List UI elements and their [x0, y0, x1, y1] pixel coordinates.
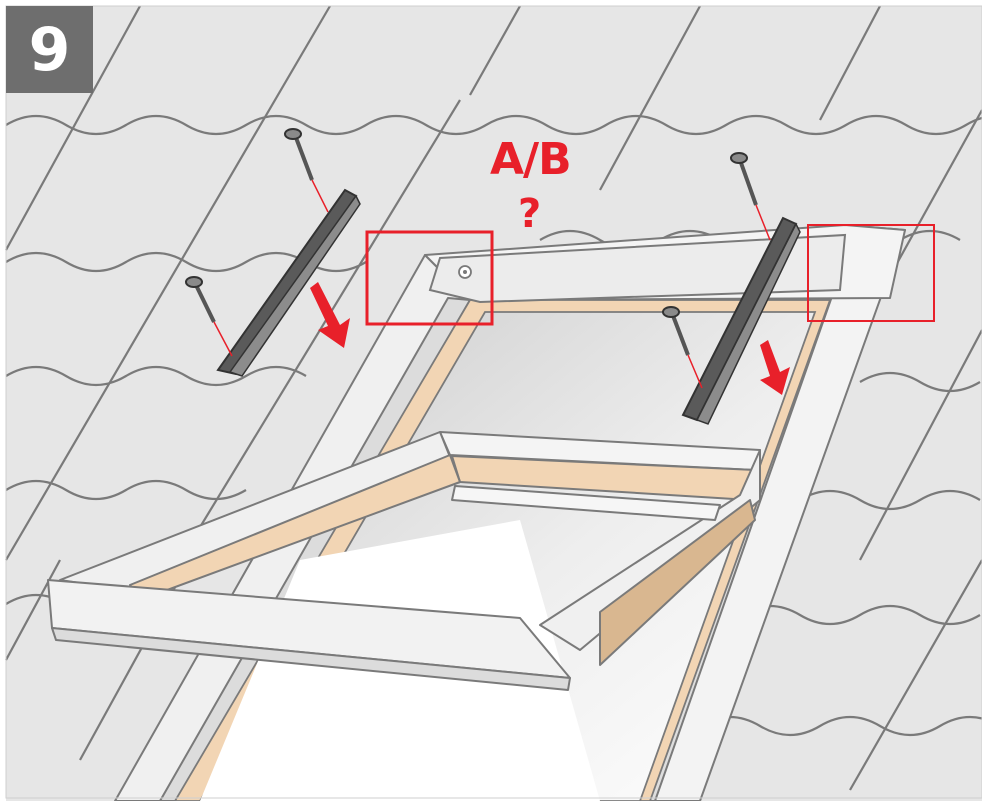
- step-badge: 9: [6, 6, 93, 93]
- right-arrow-icon: [760, 340, 790, 395]
- top-flashing-piece: [428, 233, 847, 304]
- variant-label: A/B: [490, 134, 572, 185]
- screw-icon: [284, 128, 329, 213]
- left-flashing-bar: [216, 188, 361, 377]
- screw-icon: [662, 306, 703, 389]
- screw-icon: [185, 276, 233, 357]
- right-flashing-bar: [681, 216, 801, 425]
- detail-highlight-box-b: [807, 224, 935, 322]
- detail-highlight-box-a: [365, 230, 494, 326]
- step-number: 9: [28, 14, 71, 85]
- screw-icon: [730, 152, 771, 241]
- opened-sash: [47, 431, 761, 691]
- question-mark: ?: [518, 191, 542, 237]
- left-arrow-icon: [310, 282, 350, 348]
